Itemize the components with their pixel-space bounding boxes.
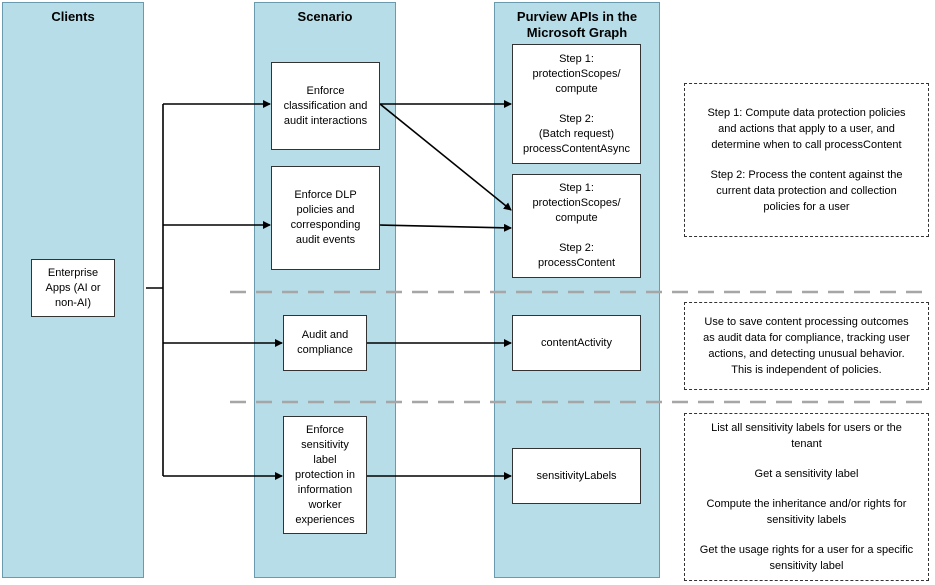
api-batch-line: (Batch request) [538,127,615,140]
api-batch-line: processContentAsync [523,142,630,155]
scenario-audit-line: compliance [297,344,353,356]
scenario-dlp-line: corresponding [290,219,361,231]
scenario-sensitivity-line: protection in [295,468,355,481]
scenario-classification-line: classification and [283,99,368,112]
scenario-sensitivity-line: Enforce [306,423,344,436]
api-batch-line: Step 2: [559,112,594,125]
api-content-activity-box: contentActivity [512,315,641,371]
sensitivity-note-line: sensitivity label [769,560,844,572]
scenario-classification-line: Enforce [306,84,345,97]
api-batch-line: compute [555,82,598,95]
api-process-line: Step 1: [559,182,594,194]
api-batch-line: protectionScopes/ [532,67,621,80]
scenario-sensitivity-line: label [313,453,337,466]
sensitivity-note-line: List all sensitivity labels for users or… [711,422,902,434]
steps-note-line: current data protection and collection [716,185,897,197]
scenario-dlp-line: audit events [295,234,356,246]
api-process-box: Step 1: protectionScopes/ compute Step 2… [512,174,641,278]
enterprise-apps-line: Apps (AI or [45,281,101,294]
sensitivity-note-line: Compute the inheritance and/or rights fo… [706,498,907,510]
steps-note-line: Step 2: Process the content against the [710,169,903,181]
scenario-sensitivity-box: Enforce sensitivity label protection in … [283,416,367,534]
scenario-column-title: Scenario [297,9,353,24]
scenario-sensitivity-line: experiences [295,513,355,526]
api-sensitivity-labels-label: sensitivityLabels [536,469,617,482]
steps-note-line: and actions that apply to a user, and [718,123,895,135]
scenario-sensitivity-line: worker [308,498,342,511]
api-batch-line: Step 1: [559,52,594,65]
sensitivity-note: List all sensitivity labels for users or… [684,413,929,581]
sensitivity-note-line: tenant [791,438,822,450]
enterprise-apps-line: Enterprise [47,266,99,279]
steps-note-line: policies for a user [763,201,850,213]
content-activity-note-line: Use to save content processing outcomes [704,316,909,328]
steps-note-line: Step 1: Compute data protection policies [707,107,906,119]
arrow-classification-to-process [379,103,512,211]
api-content-activity-label: contentActivity [541,336,612,349]
sensitivity-note-line: sensitivity labels [766,514,847,526]
api-process-line: compute [555,212,598,224]
clients-column-title: Clients [51,9,95,24]
api-process-line: processContent [537,257,616,269]
scenario-classification-line: audit interactions [283,114,368,127]
sensitivity-note-line: Get the usage rights for a user for a sp… [699,544,914,556]
steps-note-line: determine when to call processContent [711,139,902,151]
content-activity-note: Use to save content processing outcomes … [684,302,929,390]
scenario-audit-box: Audit and compliance [283,315,367,371]
scenario-audit-line: Audit and [301,329,349,341]
scenario-dlp-box: Enforce DLP policies and corresponding a… [271,166,380,270]
sensitivity-note-line: Get a sensitivity label [754,468,859,480]
scenario-sensitivity-line: sensitivity [301,438,349,451]
content-activity-note-line: This is independent of policies. [731,364,882,376]
scenario-dlp-line: Enforce DLP [294,189,357,201]
apis-column-title: Purview APIs in the Microsoft Graph [516,9,638,40]
enterprise-apps-box: Enterprise Apps (AI or non-AI) [31,259,115,317]
steps-note: Step 1: Compute data protection policies… [684,83,929,237]
api-batch-box: Step 1: protectionScopes/ compute Step 2… [512,44,641,164]
scenario-classification-box: Enforce classification and audit interac… [271,62,380,150]
scenario-sensitivity-line: information [297,483,353,496]
api-sensitivity-labels-box: sensitivityLabels [512,448,641,504]
scenario-dlp-line: policies and [296,204,355,216]
api-process-line: Step 2: [559,242,594,254]
api-process-line: protectionScopes/ [532,197,621,209]
arrow-dlp-to-process [379,223,512,232]
content-activity-note-line: actions, and detecting unusual behavior. [708,348,905,360]
enterprise-apps-line: non-AI) [54,296,92,309]
content-activity-note-line: as audit data for compliance, tracking u… [703,332,910,344]
